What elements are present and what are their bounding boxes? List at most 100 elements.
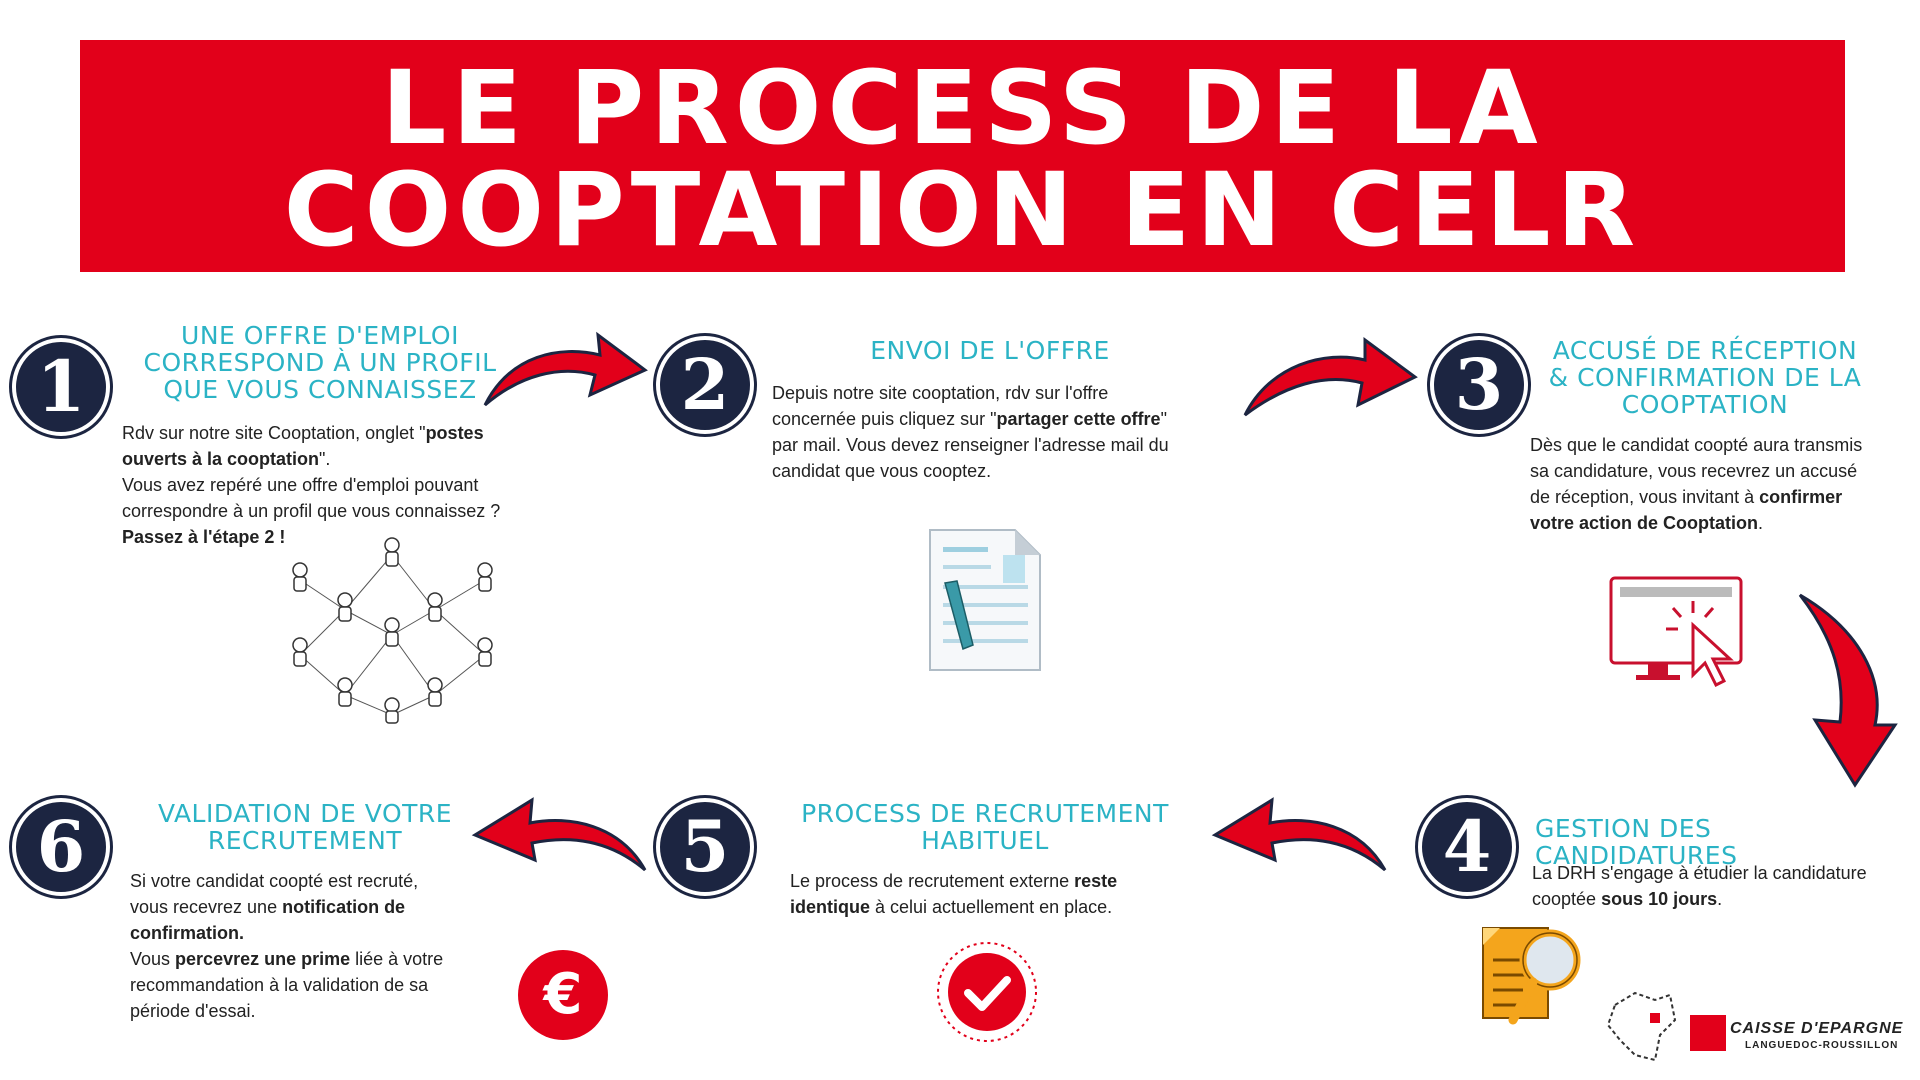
text-run: cooptée <box>1532 889 1602 909</box>
text-run-bold: ouverts à la cooptation <box>122 449 320 469</box>
text-run: concernée puis cliquez sur " <box>772 409 997 429</box>
text-run: Vous <box>130 949 176 969</box>
step-3-text-line: sa candidature, vous recevrez un accusé <box>1530 458 1880 484</box>
text-run: Le process de recrutement externe <box>790 871 1075 891</box>
step-6-text-line: recommandation à la validation de sa <box>130 972 475 998</box>
step-6-text-line: Si votre candidat coopté est recruté, <box>130 868 475 894</box>
step-4-title: GESTION DES CANDIDATURES <box>1535 815 1920 869</box>
text-run-bold: sous 10 jours <box>1601 889 1718 909</box>
region-map-icon <box>1606 991 1677 1062</box>
arrow-right-icon <box>483 331 648 407</box>
text-run: Si votre candidat coopté est recruté, <box>130 871 419 891</box>
step-5-text-line: identique à celui actuellement en place. <box>790 894 1180 920</box>
step-3-description: Dès que le candidat coopté aura transmis… <box>1530 432 1880 536</box>
step-6-title: VALIDATION DE VOTRE RECRUTEMENT <box>130 800 480 854</box>
step-6-text-line: vous recevrez une notification de <box>130 894 475 920</box>
text-run-bold: confirmer <box>1759 487 1843 507</box>
step-2-title: ENVOI DE L'OFFRE <box>800 337 1180 364</box>
text-run: . <box>1717 889 1723 909</box>
text-run-bold: reste <box>1074 871 1118 891</box>
check-badge-icon <box>937 942 1037 1042</box>
text-run: par mail. Vous devez renseigner l'adress… <box>772 435 1169 455</box>
step-6-description: Si votre candidat coopté est recruté, vo… <box>130 868 475 1024</box>
step-5-number-badge: 5 <box>656 798 754 896</box>
title-line-2: COOPTATION EN CELR <box>283 151 1642 270</box>
step-1-text-line: Vous avez repéré une offre d'emploi pouv… <box>122 472 517 498</box>
step-2-text-line: par mail. Vous devez renseigner l'adress… <box>772 432 1197 458</box>
text-run-bold: identique <box>790 897 870 917</box>
arrow-left-icon <box>471 797 647 872</box>
step-2-number-badge: 2 <box>656 336 754 434</box>
step-4-number-badge: 4 <box>1418 798 1516 896</box>
step-6-text-line: confirmation. <box>130 920 475 946</box>
step-1-text-line: correspondre à un profil que vous connai… <box>122 498 517 524</box>
step-3-title-line: COOPTATION <box>1621 390 1789 419</box>
text-run-bold: confirmation. <box>130 923 245 943</box>
text-run: période d'essai. <box>130 1001 256 1021</box>
arrow-left-icon <box>1211 797 1387 872</box>
step-1-text-line: Rdv sur notre site Cooptation, onglet "p… <box>122 420 517 446</box>
text-run: recommandation à la validation de sa <box>130 975 429 995</box>
text-run-bold: percevrez une prime <box>175 949 351 969</box>
step-2-text-line: Depuis notre site cooptation, rdv sur l'… <box>772 380 1197 406</box>
text-run: " <box>1160 409 1167 429</box>
step-2-text-line: concernée puis cliquez sur "partager cet… <box>772 406 1197 432</box>
brand-name: CAISSE D'EPARGNE <box>1730 1020 1904 1037</box>
text-run-bold: votre action de Cooptation <box>1530 513 1759 533</box>
text-run: Vous avez repéré une offre d'emploi pouv… <box>122 475 479 495</box>
step-6-text-line: Vous percevrez une prime liée à votre <box>130 946 475 972</box>
arrow-down-icon <box>1798 593 1898 788</box>
people-network-icon <box>292 537 493 724</box>
monitor-click-icon <box>1609 576 1743 688</box>
step-1-title-line: UNE OFFRE D'EMPLOI <box>181 321 459 350</box>
step-1-text-line: Passez à l'étape 2 ! <box>122 524 517 550</box>
text-run: à celui actuellement en place. <box>870 897 1113 917</box>
step-5-text-line: Le process de recrutement externe reste <box>790 868 1180 894</box>
step-5-title-line: PROCESS DE RECRUTEMENT <box>801 799 1169 828</box>
text-run: Depuis notre site cooptation, rdv sur l'… <box>772 383 1109 403</box>
text-run: La DRH s'engage à étudier la candidature <box>1532 863 1867 883</box>
text-run-bold: postes <box>425 423 484 443</box>
document-pen-icon <box>929 529 1041 671</box>
step-3-text-line: de réception, vous invitant à confirmer <box>1530 484 1880 510</box>
step-2-title-line: ENVOI DE L'OFFRE <box>870 336 1110 365</box>
step-5-title: PROCESS DE RECRUTEMENT HABITUEL <box>780 800 1190 854</box>
step-5-title-line: HABITUEL <box>921 826 1049 855</box>
step-2-description: Depuis notre site cooptation, rdv sur l'… <box>772 380 1197 484</box>
euro-icon: € <box>518 950 608 1040</box>
step-4-text-line: La DRH s'engage à étudier la candidature <box>1532 860 1917 886</box>
title-line-1: LE PROCESS DE LA <box>381 49 1544 168</box>
step-3-title-line: ACCUSÉ DE RÉCEPTION <box>1552 336 1858 365</box>
step-3-title: ACCUSÉ DE RÉCEPTION & CONFIRMATION DE LA… <box>1530 337 1880 418</box>
brand-region: LANGUEDOC-ROUSSILLON <box>1745 1040 1899 1051</box>
text-run: candidat que vous cooptez. <box>772 461 992 481</box>
step-3-title-line: & CONFIRMATION DE LA <box>1548 363 1862 392</box>
step-6-title-line: RECRUTEMENT <box>207 826 403 855</box>
step-6-title-line: VALIDATION DE VOTRE <box>157 799 453 828</box>
step-2-text-line: candidat que vous cooptez. <box>772 458 1197 484</box>
step-4-title-line: GESTION DES CANDIDATURES <box>1535 814 1738 870</box>
step-5-description: Le process de recrutement externe reste … <box>790 868 1180 920</box>
step-3-text-line: Dès que le candidat coopté aura transmis <box>1530 432 1880 458</box>
text-run: Rdv sur notre site Cooptation, onglet " <box>122 423 426 443</box>
step-4-description: La DRH s'engage à étudier la candidature… <box>1532 860 1917 912</box>
arrow-right-icon <box>1243 337 1418 417</box>
text-run: vous recevrez une <box>130 897 283 917</box>
step-1-title-line: QUE VOUS CONNAISSEZ <box>163 375 477 404</box>
step-1-title: UNE OFFRE D'EMPLOI CORRESPOND À UN PROFI… <box>120 322 520 403</box>
step-3-text-line: votre action de Cooptation. <box>1530 510 1880 536</box>
document-magnifier-icon <box>1482 927 1581 1025</box>
text-run-bold: partager cette offre <box>996 409 1161 429</box>
step-1-title-line: CORRESPOND À UN PROFIL <box>143 348 497 377</box>
text-run: sa candidature, vous recevrez un accusé <box>1530 461 1858 481</box>
text-run: . <box>1758 513 1764 533</box>
step-4-text-line: cooptée sous 10 jours. <box>1532 886 1917 912</box>
step-6-text-line: période d'essai. <box>130 998 475 1024</box>
step-1-text-line: ouverts à la cooptation". <box>122 446 517 472</box>
step-1-number-badge: 1 <box>12 338 110 436</box>
text-run-bold: Passez à l'étape 2 ! <box>122 527 286 547</box>
text-run: de réception, vous invitant à <box>1530 487 1760 507</box>
squirrel-logo-icon <box>1690 1015 1726 1051</box>
step-6-number-badge: 6 <box>12 798 110 896</box>
text-run: correspondre à un profil que vous connai… <box>122 501 501 521</box>
